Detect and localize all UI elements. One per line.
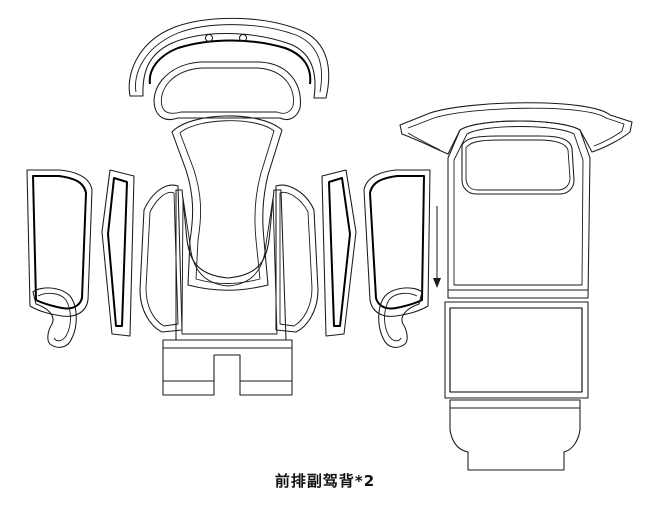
center-bottom-panel <box>162 339 293 396</box>
left-seat-side-panel <box>139 184 183 333</box>
direction-arrow-icon <box>433 206 441 288</box>
center-console-panel <box>171 115 283 291</box>
right-seat-side-panel <box>275 184 319 333</box>
diagram-caption: 前排副驾背*2 <box>274 472 376 490</box>
center-lower-panel <box>175 189 287 341</box>
mount-hole-left <box>204 33 214 43</box>
left-door-panel <box>26 169 93 317</box>
rear-upper-panel <box>447 120 591 299</box>
right-door-panel <box>363 169 431 317</box>
rear-top-wing-panel <box>399 102 633 155</box>
rear-middle-panel <box>444 301 589 399</box>
rear-lower-panel <box>449 399 581 471</box>
top-arch-panel <box>128 17 330 99</box>
left-pillar-strip <box>101 169 135 337</box>
right-pillar-strip <box>321 169 357 337</box>
mount-hole-right <box>238 33 248 43</box>
left-hook-panel <box>32 287 77 348</box>
upper-center-panel <box>153 61 301 121</box>
right-hook-panel <box>378 287 423 348</box>
